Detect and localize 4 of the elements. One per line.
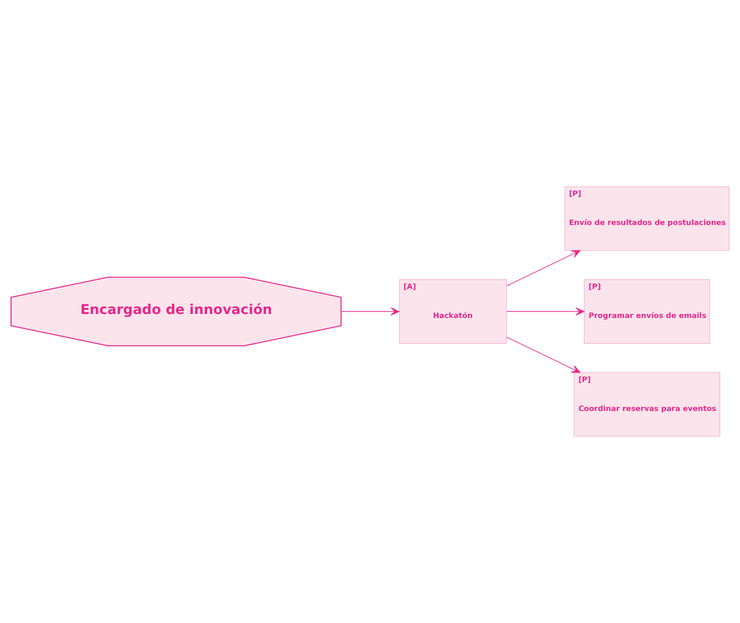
arrow xyxy=(506,250,580,286)
arrow xyxy=(340,308,400,316)
arrow xyxy=(506,336,580,373)
arrow xyxy=(506,308,584,316)
